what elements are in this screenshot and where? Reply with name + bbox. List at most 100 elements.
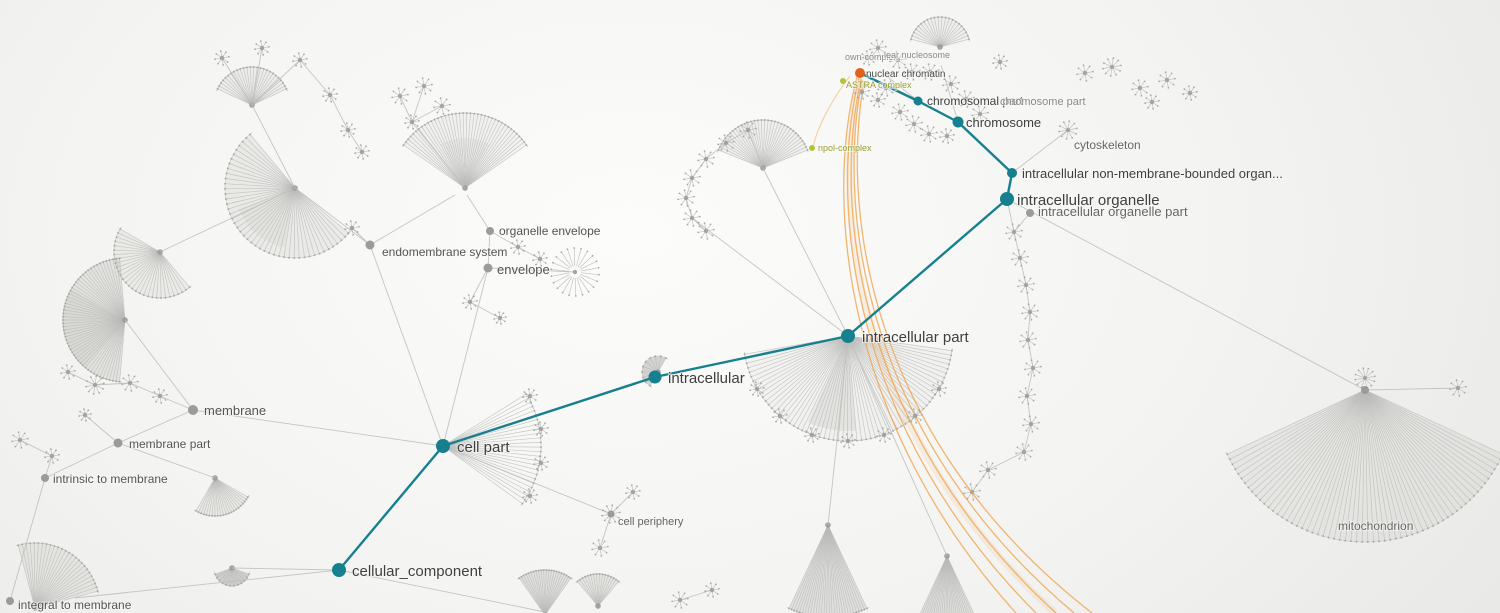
label-cell-part: cell part [457,439,510,456]
edge [74,569,340,599]
orange-strand [843,76,1017,613]
nodes [6,68,1369,605]
label-endomembrane-system: endomembrane system [382,245,507,259]
edge [487,267,576,273]
edge [129,382,161,397]
edge [399,95,413,123]
gray-edges [9,47,1459,613]
edge [940,64,959,123]
node-cell-part[interactable] [436,439,450,453]
teal-edge [338,445,444,571]
node-cellular-component[interactable] [332,563,346,577]
edge [251,104,296,189]
edge [19,439,53,457]
label-membrane: membrane [204,403,266,418]
node-endomembrane-system[interactable] [365,240,375,250]
orange-strand [850,78,1057,613]
cluster-sector [217,67,287,105]
edge [369,244,444,447]
edge [1364,387,1459,391]
cluster-fans [15,16,1500,613]
labels: cellular_component cell part intracellular… [17,49,1414,613]
label-integral-to-membrane: integral to membrane [18,598,132,612]
edge [691,217,849,337]
label-envelope: envelope [497,262,550,277]
label-intracellular-nmb-organelle: intracellular non-membrane-bounded organ… [1022,166,1283,181]
cluster-sector [114,229,190,298]
node-nuclear-chromatin[interactable] [855,68,865,78]
label-intracellular: intracellular [668,370,745,387]
label-npol-complex: npol-complex [818,143,872,153]
label-cellular-component: cellular_component [352,563,483,580]
edge [347,129,363,153]
edge [117,409,194,444]
cluster-sector [519,569,571,613]
edge [192,409,444,447]
teal-edge [917,99,959,124]
edge [847,335,948,557]
edge [84,414,119,444]
node-membrane[interactable] [188,405,198,415]
edge [599,513,612,549]
edge [1013,212,1031,233]
edge [442,267,489,447]
node-envelope[interactable] [483,263,493,273]
edge [411,105,443,123]
label-intrinsic-to-membrane: intrinsic to membrane [53,472,168,486]
cluster-sector [224,134,349,259]
node-cell-periphery[interactable] [607,510,615,518]
node-npol-complex[interactable] [809,145,815,151]
node-chromosomal-part[interactable] [913,96,923,106]
edge [487,230,491,269]
node-intracellular-organelle-part[interactable] [1026,209,1034,217]
cluster-hub-node [32,605,38,611]
edge [469,301,501,319]
node-astra-complex[interactable] [840,78,846,84]
label-chromosomal-part: chromosomal part [927,94,1024,108]
edge [251,59,301,106]
cluster-sector [577,573,619,606]
cluster-hub-node [937,44,943,50]
cluster-sector [62,289,125,368]
orange-edges [812,75,1093,613]
edge [442,445,612,515]
orange-strand [856,80,1093,613]
edge [411,121,466,189]
edge [159,395,194,411]
node-intracellular-nmb-organelle[interactable] [1007,168,1017,178]
node-membrane-part[interactable] [113,438,123,448]
label-own-complex: own-complex [845,52,899,62]
label-mitochondrion: mitochondrion [1338,519,1413,533]
teal-edge [654,334,849,379]
edge [466,194,491,232]
edge [299,59,331,96]
label-astra-complex: ASTRA complex [846,80,912,90]
edge [124,319,194,411]
teal-edge [847,198,1008,337]
node-organelle-envelope[interactable] [486,227,494,235]
node-chromosome[interactable] [952,116,964,128]
edge [231,567,340,571]
node-intracellular-part[interactable] [841,329,855,343]
edge [469,267,489,303]
edge [117,442,216,479]
node-integral-to-membrane[interactable] [6,597,14,605]
cluster-hub-node [595,603,601,609]
label-nuclear-nucleosome: lear nucleosome [884,50,950,60]
edge [44,442,119,479]
node-intracellular[interactable] [648,370,662,384]
edge [369,194,456,246]
label-membrane-part: membrane part [129,437,211,451]
node-intrinsic-to-membrane[interactable] [41,474,49,482]
cluster-sector [403,113,527,188]
label-cell-periphery: cell periphery [618,516,684,528]
edge [94,382,131,386]
edge [679,589,713,601]
node-intracellular-organelle[interactable] [1000,192,1014,206]
edge [883,73,919,102]
node-mitochondrion[interactable] [1361,386,1369,394]
orange-strand [846,77,1037,613]
edge [1006,198,1366,391]
